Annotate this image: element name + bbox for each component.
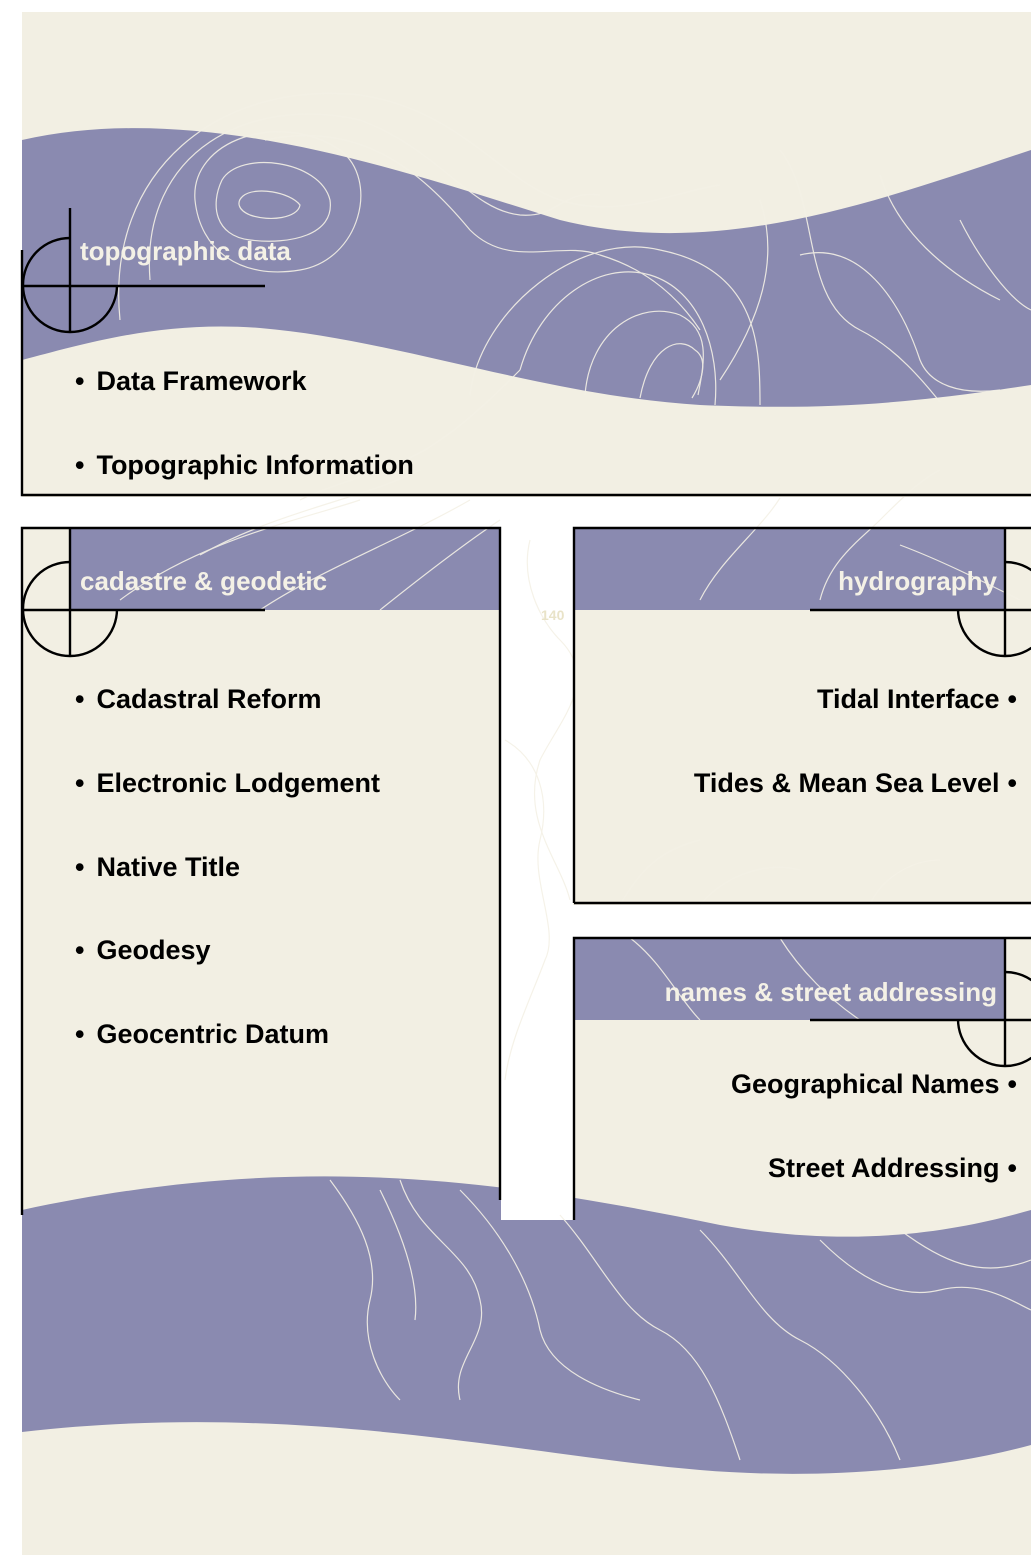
hydrography-title: hydrography: [838, 566, 997, 596]
cadastre-header-bar: [70, 528, 501, 610]
crosshair-icon: [810, 560, 1031, 658]
gutter-vertical: [501, 498, 573, 1220]
list-item: Cadastral Reform: [75, 683, 321, 715]
list-item: Native Title: [75, 851, 240, 883]
names-title: names & street addressing: [664, 977, 997, 1007]
list-item: Geographical Names: [731, 1068, 1017, 1100]
hydrography-header-bar: [573, 528, 1005, 610]
gutter-top: [22, 497, 1031, 527]
list-item: Tidal Interface: [817, 683, 1017, 715]
crosshair-icon: [21, 208, 265, 334]
gutter-horizontal: [573, 905, 1031, 938]
hydrography-panel-frame: [572, 526, 1031, 903]
cadastre-panel-frame: [20, 526, 502, 1215]
top-wave-band: [22, 128, 1031, 407]
crosshair-icon: [21, 560, 265, 658]
cadastre-title: cadastre & geodetic: [80, 566, 328, 596]
lower-wave-band: [22, 1176, 1031, 1474]
list-item: Topographic Information: [75, 449, 413, 481]
contour-label: 140: [541, 607, 565, 623]
contour-lines: [118, 92, 1031, 1461]
topographic-title: topographic data: [80, 236, 291, 266]
list-item: Geocentric Datum: [75, 1018, 329, 1050]
topographic-panel-frame: [20, 250, 1031, 497]
crosshair-icon: [810, 970, 1031, 1068]
panel-frames: [20, 250, 1031, 1220]
names-panel-frame: [572, 936, 1031, 1220]
list-item: Electronic Lodgement: [75, 767, 380, 799]
list-item: Street Addressing: [768, 1152, 1017, 1184]
list-item: Data Framework: [75, 365, 306, 397]
list-item: Geodesy: [75, 934, 210, 966]
list-item: Tides & Mean Sea Level: [694, 767, 1017, 799]
